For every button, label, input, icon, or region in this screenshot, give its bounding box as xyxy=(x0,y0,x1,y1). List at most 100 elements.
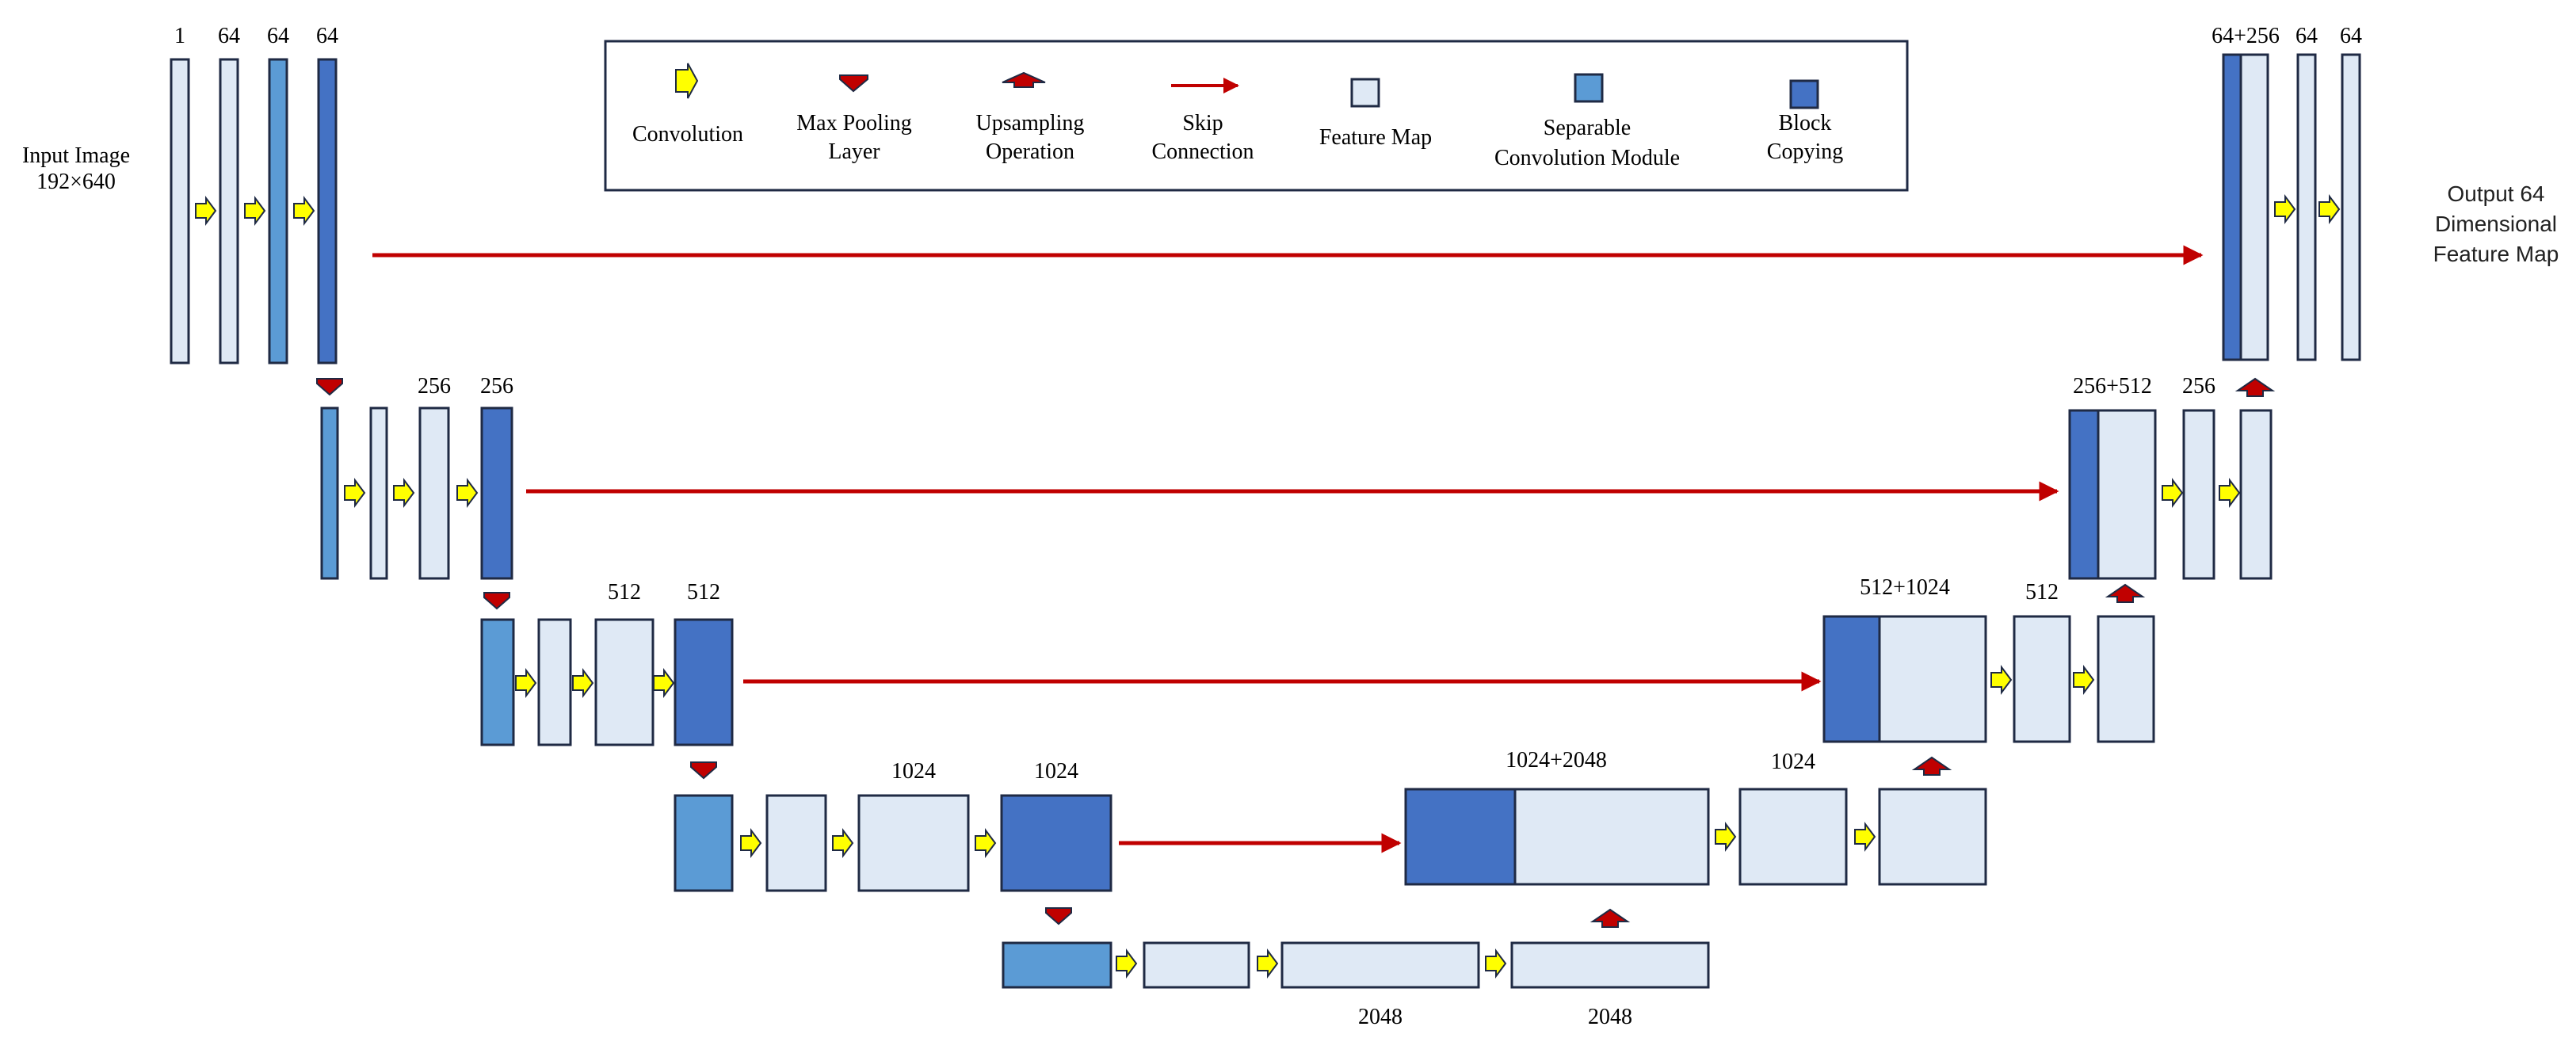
dec1-channel-label: 64 xyxy=(2296,24,2318,48)
dec4-concat-copy xyxy=(1404,788,1517,886)
legend-upsampling-label-2: Operation xyxy=(986,139,1074,164)
enc1-input-block xyxy=(170,58,190,364)
legend-max-pooling-label-1: Max Pooling xyxy=(796,111,911,135)
convolution-arrow-icon xyxy=(975,828,997,858)
upsampling-arrow-icon xyxy=(1002,71,1046,88)
legend-frame xyxy=(604,40,1909,192)
convolution-arrow-icon xyxy=(1854,822,1876,852)
dec1-channel-label: 64 xyxy=(2340,24,2362,48)
legend-block-copying-label-2: Copying xyxy=(1767,139,1843,164)
dec1-concat-copy xyxy=(2222,53,2242,361)
legend-max-pooling-label-2: Layer xyxy=(828,139,880,164)
output-caption-2: Dimensional xyxy=(2435,212,2557,236)
convolution-arrow-icon xyxy=(2073,665,2095,695)
enc1-block-3 xyxy=(268,58,288,364)
bottleneck-channel-label: 2048 xyxy=(1358,1005,1402,1029)
enc2-block-3 xyxy=(418,406,450,580)
bottleneck-block-1 xyxy=(1002,941,1112,989)
legend-separable-label-1: Separable xyxy=(1544,116,1631,140)
block-copying-swatch-icon xyxy=(1789,79,1819,109)
input-caption-1: Input Image xyxy=(22,143,130,168)
bottleneck-block-2 xyxy=(1143,941,1250,989)
enc4-channel-label: 1024 xyxy=(891,759,936,784)
convolution-arrow-icon xyxy=(2318,194,2341,224)
dec2-concat-copy xyxy=(2068,409,2100,580)
upsampling-arrow-icon xyxy=(1911,756,1952,776)
dec4-block-2 xyxy=(1738,788,1848,886)
enc3-block-4 xyxy=(674,618,734,746)
legend-separable-label-2: Convolution Module xyxy=(1494,146,1680,170)
input-caption-2: 192×640 xyxy=(36,170,116,194)
convolution-arrow-icon xyxy=(456,478,479,508)
legend-convolution: Convolution xyxy=(632,63,743,147)
legend-upsampling: Upsampling Operation xyxy=(976,71,1085,164)
convolution-arrow-icon xyxy=(2162,478,2184,508)
convolution-arrow-icon xyxy=(515,668,537,698)
convolution-arrow-icon xyxy=(1116,948,1138,979)
enc3-channel-label: 512 xyxy=(608,580,641,605)
upsampling-arrow-icon xyxy=(2105,583,2146,603)
legend-max-pooling: Max Pooling Layer xyxy=(796,74,912,164)
dec3-channel-label: 512 xyxy=(2025,580,2059,605)
bottleneck-block-4 xyxy=(1510,941,1710,989)
dec2-concat-up xyxy=(2097,409,2157,580)
legend-convolution-label: Convolution xyxy=(632,122,743,147)
enc2-channel-label: 256 xyxy=(480,374,513,399)
legend-feature-map: Feature Map xyxy=(1319,78,1432,150)
dec2-block-2 xyxy=(2182,409,2215,580)
feature-map-swatch-icon xyxy=(1350,78,1380,108)
bottleneck-block-3 xyxy=(1280,941,1480,989)
legend-block-copying-label-1: Block xyxy=(1779,111,1832,135)
legend-feature-map-label: Feature Map xyxy=(1319,125,1432,150)
convolution-arrow-icon xyxy=(832,828,854,858)
enc2-channel-label: 256 xyxy=(418,374,451,399)
operation-arrows xyxy=(195,194,2341,979)
enc3-block-3 xyxy=(594,618,654,746)
convolution-arrow-icon xyxy=(653,668,675,698)
legend-skip-label-2: Connection xyxy=(1151,139,1254,164)
output-caption-3: Feature Map xyxy=(2433,242,2559,266)
dec4-channel-label: 1024+2048 xyxy=(1506,748,1607,773)
dec2-channel-label: 256 xyxy=(2182,374,2215,399)
enc1-channel-label: 64 xyxy=(316,24,338,48)
dec4-concat-up xyxy=(1513,788,1710,886)
enc4-block-1 xyxy=(674,794,734,892)
legend-skip-connection: Skip Connection xyxy=(1151,78,1254,164)
convolution-arrow-icon xyxy=(1485,948,1507,979)
enc1-channel-label: 1 xyxy=(174,24,185,48)
enc3-channel-label: 512 xyxy=(687,580,720,605)
convolution-arrow-icon xyxy=(293,196,315,226)
enc3-block-1 xyxy=(480,618,515,746)
dec1-block-2 xyxy=(2296,53,2317,361)
upsampling-arrow-icon xyxy=(2234,377,2276,397)
dec3-concat-copy xyxy=(1822,615,1881,743)
legend-block-copying: Block Copying xyxy=(1767,79,1843,164)
upsampling-arrow-icon xyxy=(1589,908,1631,928)
max-pooling-arrow-icon xyxy=(690,761,717,780)
legend-separable: Separable Convolution Module xyxy=(1494,73,1680,170)
dec1-channel-label: 64+256 xyxy=(2212,24,2280,48)
convolution-arrow-icon xyxy=(740,828,762,858)
dec3-concat-up xyxy=(1878,615,1987,743)
convolution-arrow-icon xyxy=(393,478,415,508)
dec3-block-2 xyxy=(2013,615,2071,743)
legend-skip-label-1: Skip xyxy=(1182,111,1223,135)
convolution-arrow-icon xyxy=(244,196,266,226)
convolution-arrow-icon xyxy=(195,196,217,226)
legend-upsampling-label-1: Upsampling xyxy=(976,111,1085,135)
enc1-block-4 xyxy=(317,58,338,364)
feature-blocks xyxy=(170,53,2361,989)
max-pooling-arrow-icon xyxy=(483,592,510,610)
enc3-block-2 xyxy=(537,618,572,746)
dec4-channel-label: 1024 xyxy=(1771,750,1815,774)
skip-connections xyxy=(372,245,2204,853)
dec1-block-3 xyxy=(2341,53,2361,361)
max-pooling-arrow-icon xyxy=(839,74,868,93)
convolution-arrow-icon xyxy=(675,63,699,99)
convolution-arrow-icon xyxy=(1715,822,1737,852)
enc2-block-4 xyxy=(480,406,513,580)
separable-swatch-icon xyxy=(1574,73,1604,103)
dec3-block-3 xyxy=(2097,615,2155,743)
